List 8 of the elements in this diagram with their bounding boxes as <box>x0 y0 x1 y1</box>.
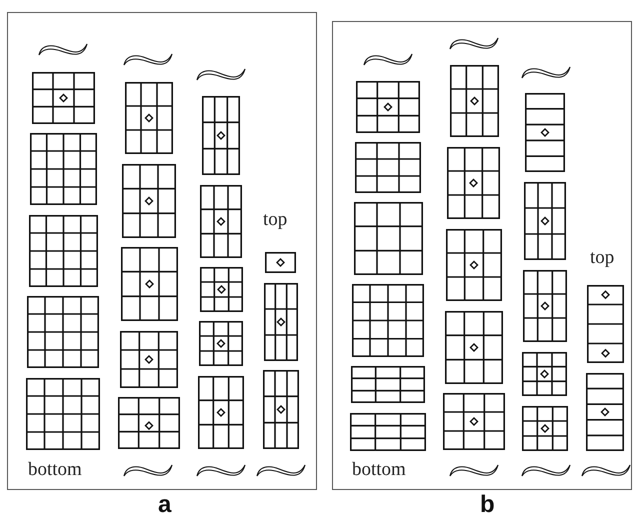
position-label: bottom <box>352 460 406 480</box>
position-label: top <box>263 210 288 230</box>
position-label: top <box>590 248 614 268</box>
figure-panel <box>7 12 317 490</box>
position-label: bottom <box>28 460 82 480</box>
panel-letter: b <box>480 492 495 518</box>
panel-letter: a <box>158 492 172 518</box>
figure-panel <box>332 21 632 490</box>
